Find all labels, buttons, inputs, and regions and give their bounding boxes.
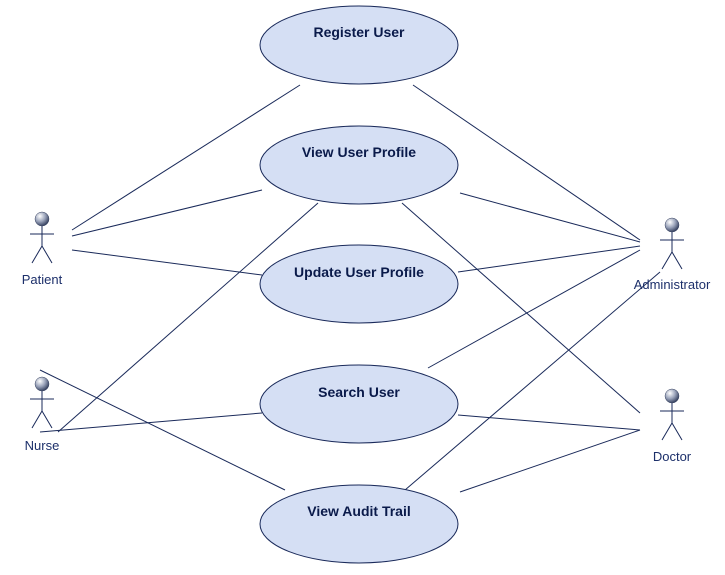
actor-patient[interactable]: Patient [22, 211, 63, 287]
associations [39, 84, 661, 493]
use-case-shape [259, 484, 459, 564]
association-administrator-search-user [427, 249, 641, 369]
actor-head-icon [664, 388, 680, 404]
association-patient-update-user-profile [71, 249, 263, 276]
use-case-update-user-profile[interactable]: Update User Profile [259, 244, 459, 324]
association-nurse-view-audit-trail [39, 369, 286, 491]
actor-label: Patient [22, 272, 63, 287]
association-patient-register-user [71, 84, 301, 231]
use-case-view-user-profile[interactable]: View User Profile [259, 125, 459, 205]
association-doctor-view-user-profile [401, 202, 641, 414]
actor-body-icon [30, 226, 54, 264]
actor-head-icon [664, 217, 680, 233]
use-case-shape [259, 125, 459, 205]
actor-label: Doctor [653, 449, 692, 464]
association-administrator-update-user-profile [457, 245, 641, 273]
actor-label: Administrator [634, 277, 711, 292]
actor-head-icon [34, 211, 50, 227]
use-case-register-user[interactable]: Register User [259, 5, 459, 85]
actor-head-icon [34, 376, 50, 392]
actor-label: Nurse [25, 438, 60, 453]
use-case-shape [259, 5, 459, 85]
association-administrator-view-audit-trail [404, 271, 661, 491]
actor-body-icon [660, 232, 684, 270]
association-nurse-view-user-profile [57, 202, 319, 433]
association-nurse-search-user [39, 412, 263, 433]
use-case-label: Update User Profile [294, 264, 424, 280]
use-case-label: View Audit Trail [307, 503, 410, 519]
association-patient-view-user-profile [71, 189, 263, 237]
use-case-search-user[interactable]: Search User [259, 364, 459, 444]
actor-doctor[interactable]: Doctor [653, 388, 692, 464]
use-case-label: View User Profile [302, 144, 416, 160]
use-case-shape [259, 364, 459, 444]
use-case-label: Register User [313, 24, 405, 40]
association-administrator-view-user-profile [459, 192, 641, 243]
actor-body-icon [30, 391, 54, 429]
use-case-shape [259, 244, 459, 324]
actor-nurse[interactable]: Nurse [25, 376, 60, 453]
use-case-label: Search User [318, 384, 400, 400]
actor-administrator[interactable]: Administrator [634, 217, 711, 292]
use-case-view-audit-trail[interactable]: View Audit Trail [259, 484, 459, 564]
association-doctor-view-audit-trail [459, 429, 641, 493]
association-doctor-search-user [457, 414, 641, 431]
actor-body-icon [660, 403, 684, 441]
association-administrator-register-user [412, 84, 641, 241]
